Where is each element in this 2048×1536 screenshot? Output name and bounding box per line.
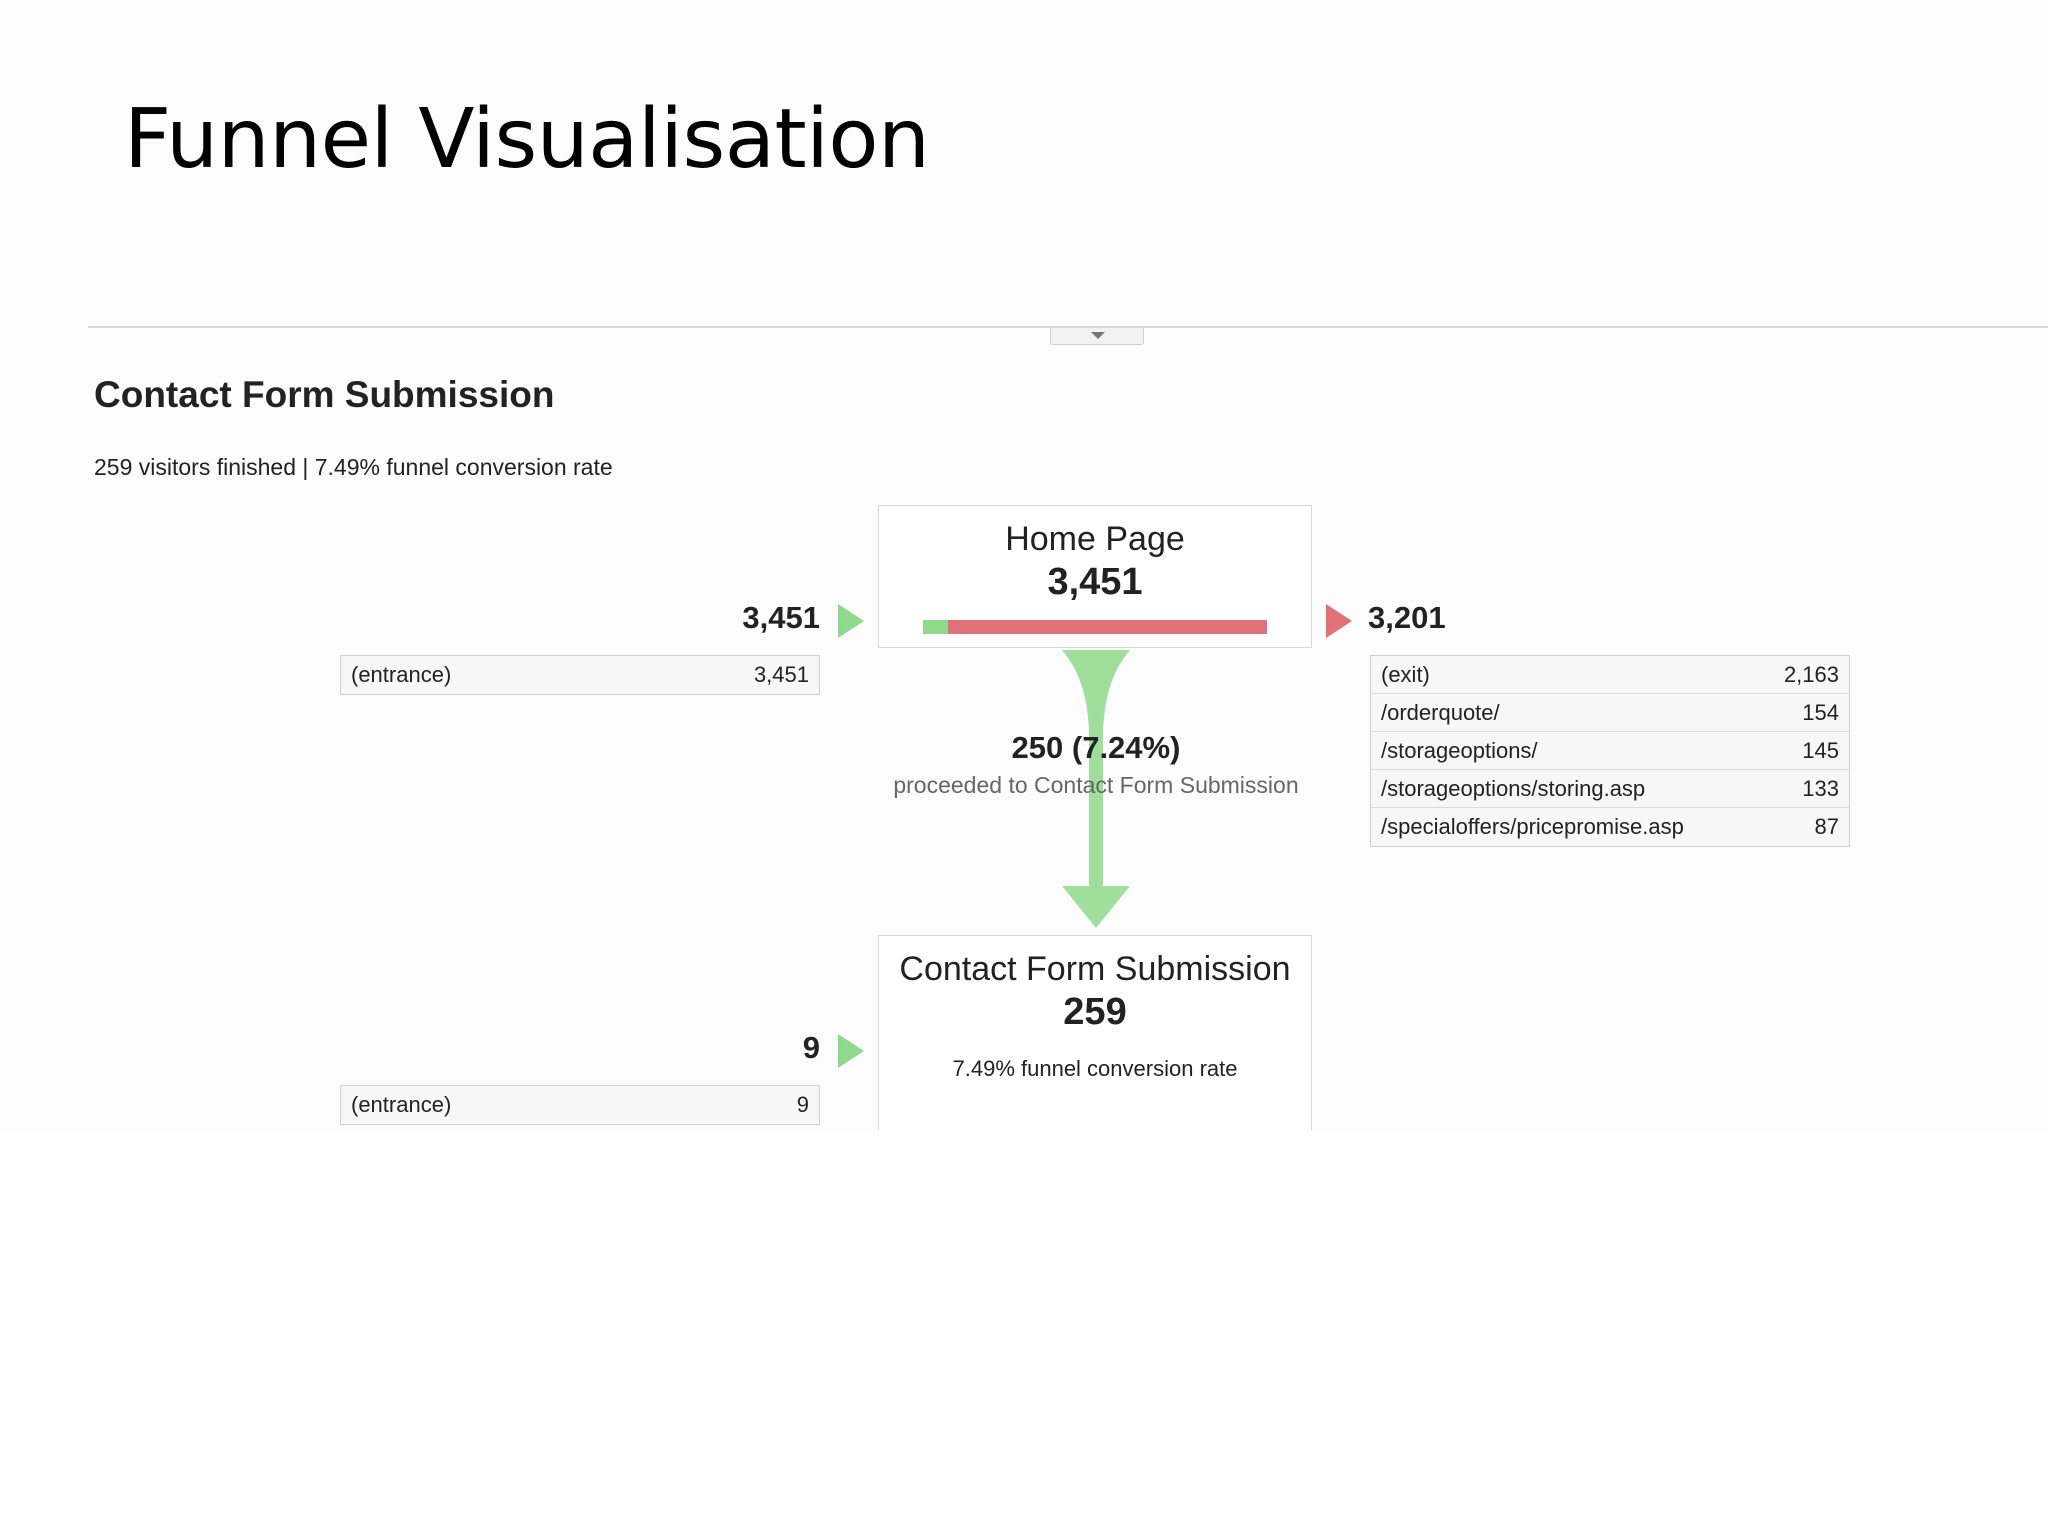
step1-entrances-count: 3,451 [742, 600, 820, 635]
timeline-axis-line [88, 326, 2048, 328]
source-label: (entrance) [351, 662, 452, 687]
exit-label: /specialoffers/pricepromise.asp [1381, 814, 1684, 839]
step1-entrances-table: (entrance) 3,451 [340, 655, 820, 695]
exit-value: 154 [1802, 699, 1839, 725]
exit-label: /storageoptions/storing.asp [1381, 775, 1646, 801]
step1-box[interactable]: Home Page 3,451 [878, 505, 1312, 648]
table-row[interactable]: /orderquote/ 154 [1371, 694, 1849, 732]
exit-value: 2,163 [1783, 661, 1839, 687]
step1-name: Home Page [1005, 520, 1185, 558]
step2-count: 259 [1063, 991, 1127, 1033]
step2-conversion-rate: 7.49% funnel conversion rate [952, 1056, 1238, 1081]
step1-count: 3,451 [1047, 561, 1143, 603]
entrance-arrow-icon [838, 1034, 864, 1068]
proceeded-caption: proceeded to Contact Form Submission [893, 772, 1299, 798]
source-label: (entrance) [351, 1092, 452, 1117]
step2-box[interactable]: Contact Form Submission 259 7.49% funnel… [878, 935, 1312, 1130]
table-row[interactable]: /specialoffers/pricepromise.asp 87 [1371, 808, 1849, 846]
table-row[interactable]: (exit) 2,163 [1371, 656, 1849, 694]
exit-label: /orderquote/ [1381, 699, 1500, 725]
step1-proceed-exit-bar [923, 620, 1267, 634]
exit-bar-segment [947, 620, 1267, 634]
collapse-chart-toggle[interactable] [1050, 328, 1144, 345]
source-value: 9 [796, 1092, 809, 1117]
exit-value: 87 [1814, 814, 1839, 839]
funnel-flow-arrow [1062, 650, 1130, 928]
step2-entrances-count: 9 [802, 1030, 820, 1065]
step1-exits-count: 3,201 [1368, 600, 1446, 635]
step2-name: Contact Form Submission [899, 950, 1291, 988]
funnel-report: Funnel Visualisation Contact Form Submis… [88, 92, 2048, 1130]
exit-label: /storageoptions/ [1381, 737, 1538, 763]
table-row[interactable]: /storageoptions/storing.asp 133 [1371, 770, 1849, 808]
funnel-title: Contact Form Submission [94, 374, 555, 415]
chevron-down-icon [1091, 332, 1105, 339]
timeline-axis-strip [88, 292, 2048, 345]
entrance-arrow-icon [838, 604, 864, 638]
source-value: 3,451 [753, 662, 809, 687]
exit-label: (exit) [1381, 661, 1430, 687]
exit-value: 145 [1802, 737, 1839, 763]
table-row[interactable]: (entrance) 3,451 [341, 656, 819, 694]
proceeded-count: 250 (7.24%) [1011, 730, 1181, 765]
step2-entrances-table: (entrance) 9 [340, 1085, 820, 1125]
table-row[interactable]: (entrance) 9 [341, 1086, 819, 1124]
exit-arrow-icon [1326, 604, 1352, 638]
table-row[interactable]: /storageoptions/ 145 [1371, 732, 1849, 770]
slide-title: Funnel Visualisation [124, 92, 930, 187]
exit-value: 133 [1802, 775, 1839, 801]
funnel-summary: 259 visitors finished | 7.49% funnel con… [94, 454, 613, 480]
proceed-bar-segment [923, 620, 948, 634]
step1-exits-table: (exit) 2,163 /orderquote/ 154 /storageop… [1370, 655, 1850, 847]
